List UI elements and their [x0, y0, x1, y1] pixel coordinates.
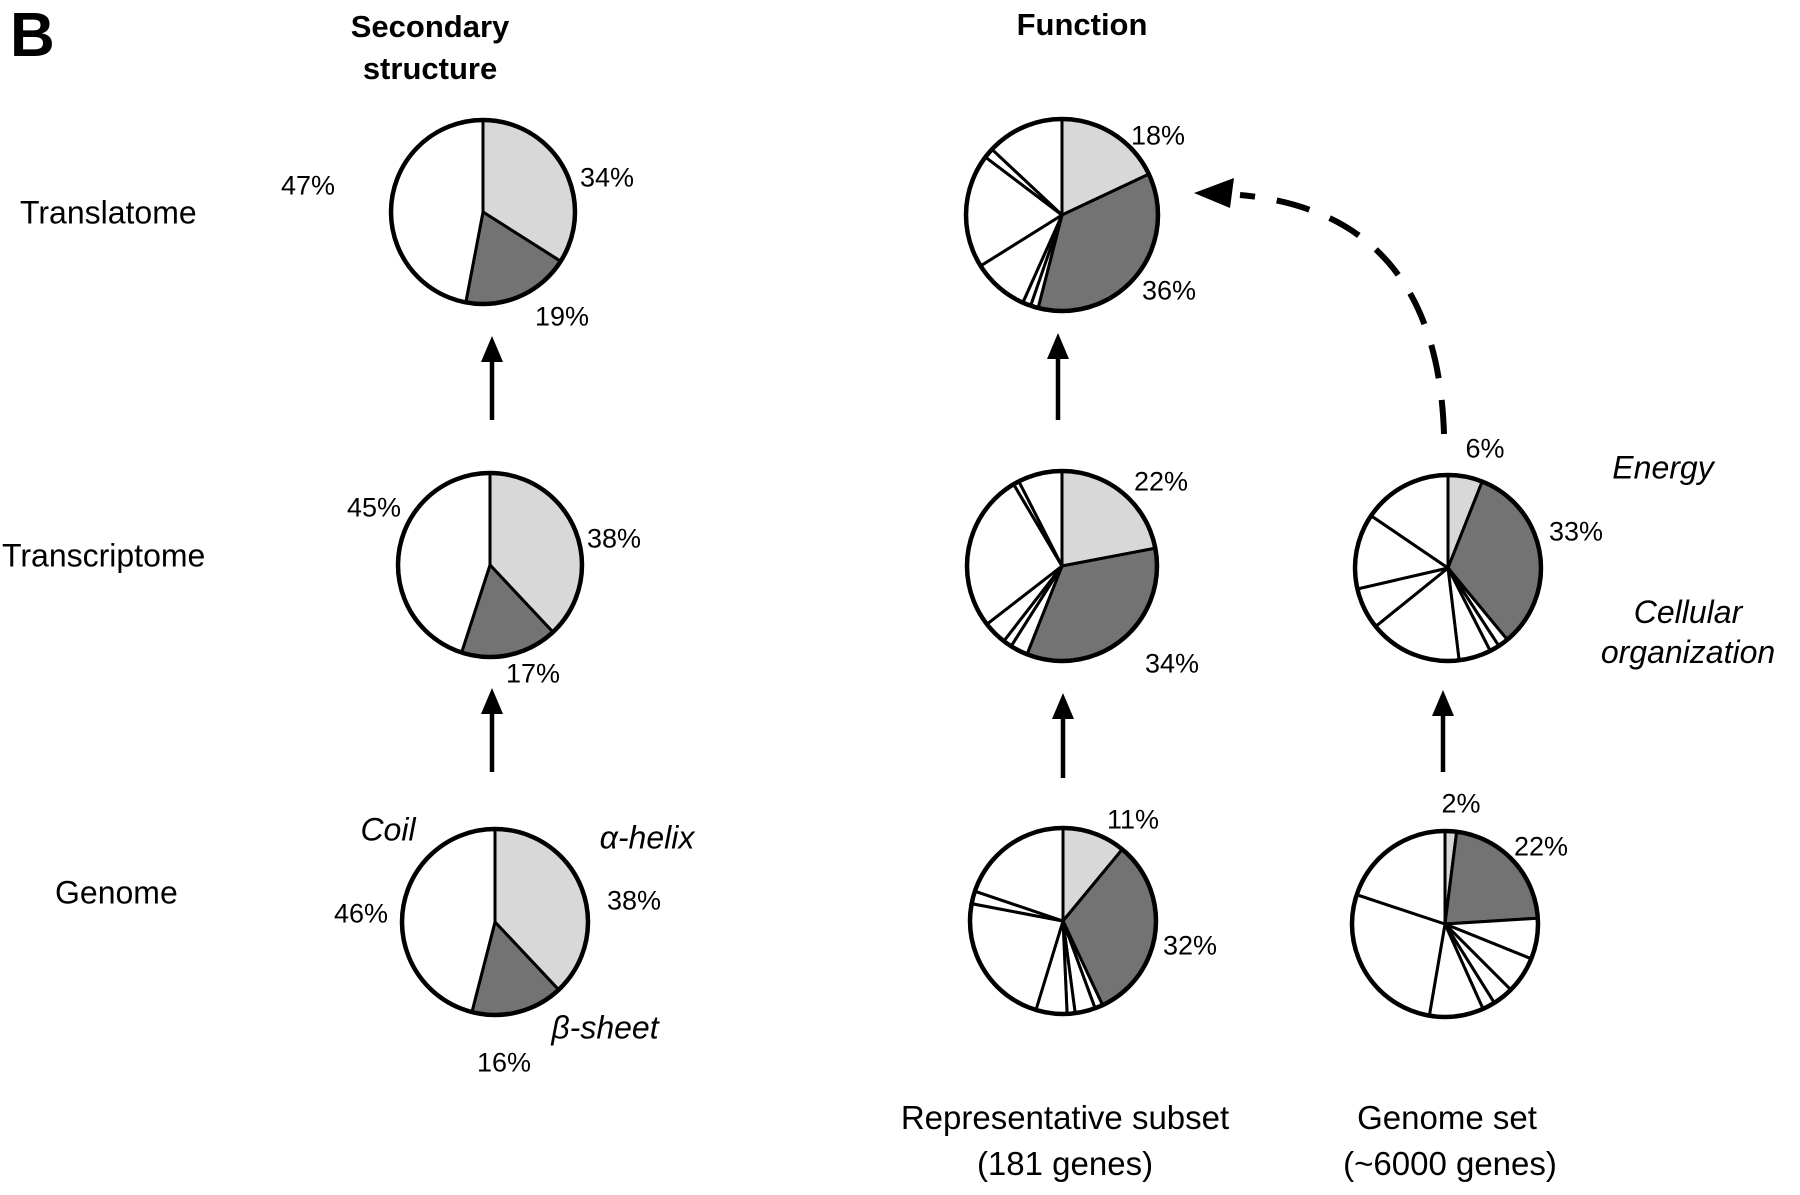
pie-transcriptome-fn-dark-percent: 34%	[1144, 648, 1200, 679]
pie-genome-fn-dark-percent: 32%	[1162, 930, 1218, 961]
pie-genomeset-mid-dark-percent: 33%	[1548, 516, 1604, 547]
pie-translatome-fn-light-percent: 18%	[1130, 120, 1186, 151]
pie-genome-fn-light-percent: 11%	[1106, 804, 1160, 835]
column-header-function: Function	[1016, 7, 1148, 42]
pie-transcriptome-fn-light-percent: 22%	[1133, 466, 1189, 497]
legend-beta-sheet: β-sheet	[551, 1009, 659, 1046]
pie-translatome-ss-coil-percent: 47%	[280, 170, 336, 201]
pie-genomeset-bottom-dark-percent: 22%	[1513, 831, 1569, 862]
caption-genome-set-line1: Genome set	[1357, 1099, 1537, 1136]
legend-coil: Coil	[360, 811, 416, 848]
flow-arrows-group	[481, 333, 1454, 778]
row-label-transcriptome: Transcriptome	[2, 537, 206, 574]
pie-genome-ss-alpha-percent: 38%	[606, 885, 662, 916]
caption-genome-set-line2: (~6000 genes)	[1343, 1145, 1557, 1182]
column-header-secondary-structure-line2: structure	[362, 51, 498, 86]
pie-genomeset-mid-light-percent: 6%	[1465, 433, 1505, 464]
pie-charts-group	[388, 116, 1544, 1020]
pie-genome-ss-coil-percent: 46%	[333, 898, 389, 929]
pie-genomeset-bottom-light-percent: 2%	[1441, 788, 1481, 819]
legend-cellular-organization: Cellular organization	[1600, 594, 1776, 670]
legend-alpha-helix: α-helix	[599, 819, 695, 856]
pie-transcriptome-ss-coil-percent: 45%	[346, 492, 402, 523]
panel-letter: B	[10, 1, 56, 70]
row-label-genome: Genome	[55, 874, 178, 911]
pie-translatome-ss-alpha-percent: 34%	[579, 162, 635, 193]
legend-energy: Energy	[1612, 449, 1714, 486]
caption-representative-subset-line1: Representative subset	[900, 1099, 1230, 1136]
pie-translatome-ss-beta-percent: 19%	[534, 301, 590, 332]
column-header-secondary-structure-line1: Secondary	[350, 9, 510, 44]
pie-transcriptome-ss-beta-percent: 17%	[505, 658, 561, 689]
dashed-arrow-group	[1194, 178, 1447, 435]
pie-genome-ss-beta-percent: 16%	[476, 1047, 532, 1078]
pie-transcriptome-ss-alpha-percent: 38%	[586, 523, 642, 554]
row-label-translatome: Translatome	[20, 194, 197, 231]
caption-representative-subset-line2: (181 genes)	[976, 1145, 1154, 1182]
pie-translatome-fn-dark-percent: 36%	[1141, 275, 1197, 306]
